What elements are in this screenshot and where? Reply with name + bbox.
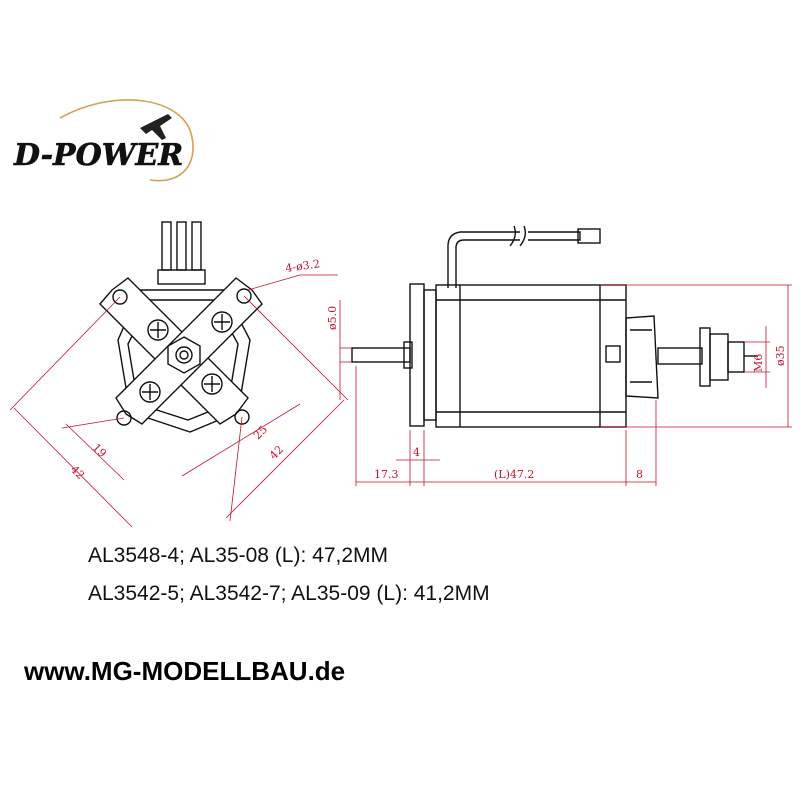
dim-mount-42-right: 42 (267, 443, 286, 462)
cable (447, 231, 520, 288)
mount-hole-br (234, 409, 250, 425)
dim-body-length: (L)47.2 (494, 468, 534, 481)
mount-arm-b (115, 277, 263, 425)
prop-shaft (657, 347, 703, 365)
wire-base (157, 269, 206, 285)
dim-body-dia: ø35 (774, 345, 787, 366)
front-shaft (351, 347, 411, 363)
screw-2 (211, 311, 233, 333)
screw-4 (201, 373, 223, 395)
spec-line-1: AL3548-4; AL35-08 (L): 47,2MM (88, 544, 389, 567)
shaft-center (175, 346, 193, 364)
logo-text: D-POWER (13, 138, 183, 173)
airplane-icon (140, 114, 172, 140)
dim-holes: 4-ø3.2 (285, 257, 321, 275)
rear-bell (625, 315, 659, 399)
side-dimensions (339, 284, 792, 486)
dim-thread: M6 (752, 354, 765, 372)
side-view (351, 225, 758, 428)
mount-hole-tr (236, 288, 252, 304)
wire-lead-2 (176, 221, 187, 271)
screw-3 (139, 381, 161, 403)
screw-1 (147, 319, 169, 341)
front-dimensions (9, 274, 349, 528)
dim-shaft-dia: ø5.0 (326, 306, 339, 330)
dim-flange: 4 (413, 446, 420, 459)
wire-lead-3 (191, 221, 202, 271)
spec-line-2: AL3542-5; AL3542-7; AL35-09 (L): 41,2MM (88, 582, 490, 605)
logo-swoosh (59, 99, 194, 182)
dim-shaft-length: 17.3 (374, 468, 399, 481)
dim-bolt-19: 19 (90, 441, 109, 460)
hex-nut (167, 336, 201, 374)
mount-hole-tl (112, 289, 128, 305)
motor-technical-drawing: D-POWER (9, 99, 792, 528)
dim-prop-adapter: 8 (636, 468, 643, 481)
d-power-logo: D-POWER (13, 99, 194, 182)
website-url[interactable]: www.MG-MODELLBAU.de (24, 656, 346, 686)
wire-lead-1 (161, 221, 172, 271)
prop-nut (709, 333, 729, 381)
front-view (99, 221, 263, 433)
mount-hole-bl (116, 410, 132, 426)
dim-bolt-25: 25 (251, 423, 270, 442)
cable-connector (577, 228, 601, 244)
motor-body (435, 284, 627, 428)
